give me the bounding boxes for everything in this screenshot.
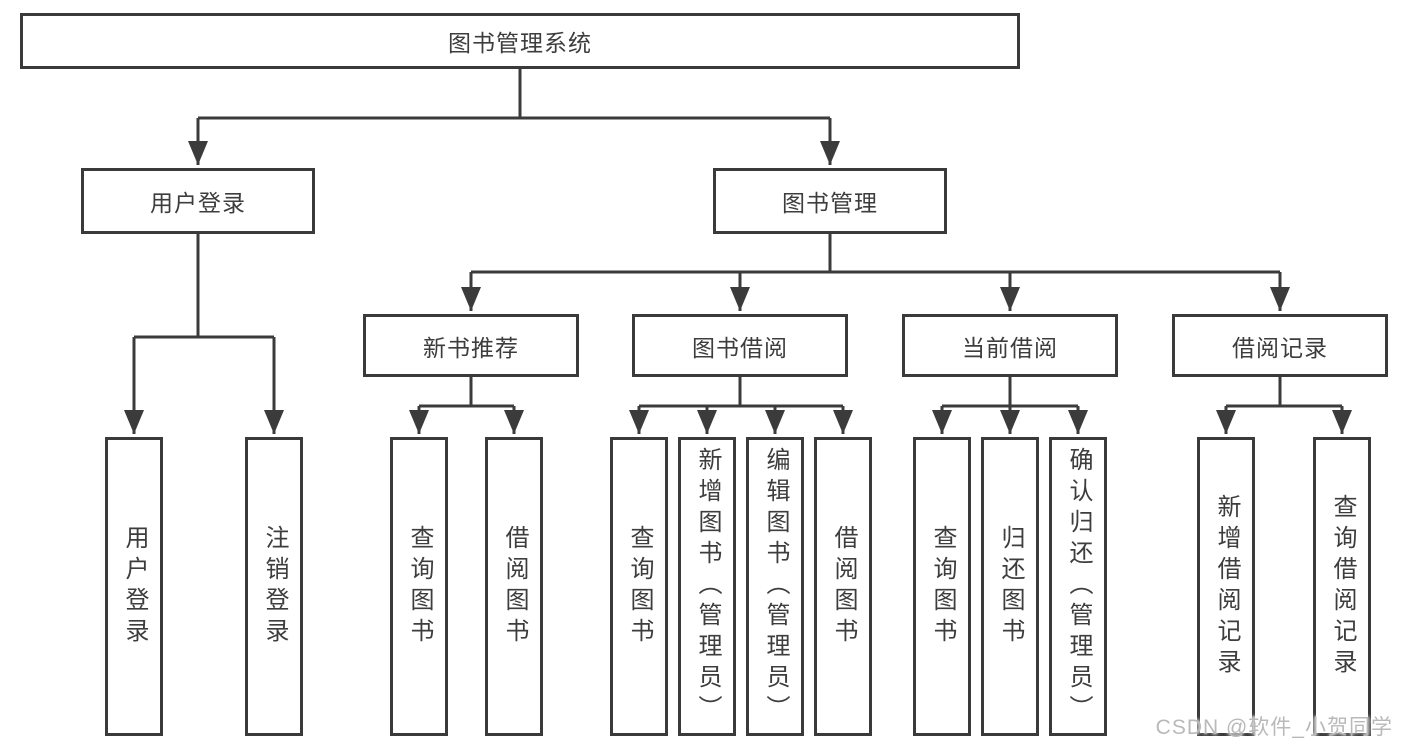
node-library-management-system: 图书管理系统	[20, 13, 1020, 69]
node-label: 图书管理系统	[448, 30, 592, 56]
node-new-book-recommend: 新书推荐	[363, 314, 579, 377]
node-label: 新增借阅记录	[1213, 493, 1240, 680]
node-leaf-edit-book-admin: 编辑图书（管理员）	[746, 437, 804, 736]
connectors-borrow-records	[1216, 377, 1352, 434]
node-label: 图书借阅	[692, 334, 788, 361]
connectors-current-borrowing	[932, 377, 1088, 434]
connectors-root	[188, 69, 840, 165]
node-leaf-confirm-return-admin: 确认归还（管理员）	[1049, 437, 1107, 736]
node-leaf-logout: 注销登录	[245, 437, 303, 736]
node-label: 新书推荐	[423, 334, 519, 361]
node-leaf-user-login: 用户登录	[105, 437, 163, 736]
node-leaf-query-borrow-record: 查询借阅记录	[1313, 437, 1371, 736]
node-leaf-return-book: 归还图书	[981, 437, 1039, 736]
node-label: 借阅记录	[1232, 334, 1328, 361]
node-leaf-add-book-admin: 新增图书（管理员）	[678, 437, 736, 736]
connectors-user-login	[124, 234, 284, 434]
node-label: 查询图书	[406, 524, 433, 649]
node-current-borrowing: 当前借阅	[902, 314, 1118, 377]
node-label: 查询借阅记录	[1329, 493, 1356, 680]
node-label: 借阅图书	[830, 524, 857, 649]
watermark-text: CSDN @软件_小贺同学	[1155, 716, 1393, 739]
node-label: 借阅图书	[501, 524, 528, 649]
node-leaf-borrow-books-borrowing: 借阅图书	[814, 437, 872, 736]
node-label: 归还图书	[997, 524, 1024, 649]
node-label: 当前借阅	[962, 334, 1058, 361]
node-label: 查询图书	[626, 524, 653, 649]
node-label: 编辑图书（管理员）	[762, 447, 789, 726]
connectors-book-management	[461, 234, 1290, 311]
node-label: 注销登录	[261, 524, 288, 649]
node-leaf-query-books-current: 查询图书	[913, 437, 971, 736]
node-borrow-records: 借阅记录	[1172, 314, 1388, 377]
node-label: 图书管理	[782, 190, 878, 216]
node-label: 用户登录	[150, 190, 246, 216]
node-label: 用户登录	[121, 524, 148, 649]
node-label: 查询图书	[929, 524, 956, 649]
node-leaf-borrow-books-recommend: 借阅图书	[485, 437, 543, 736]
node-leaf-query-books-recommend: 查询图书	[390, 437, 448, 736]
node-leaf-query-books-borrowing: 查询图书	[610, 437, 668, 736]
node-label: 确认归还（管理员）	[1065, 447, 1092, 726]
connectors-book-borrowing	[629, 377, 853, 434]
node-book-borrowing: 图书借阅	[632, 314, 848, 377]
node-label: 新增图书（管理员）	[694, 447, 721, 726]
node-book-management: 图书管理	[713, 168, 947, 234]
connectors-new-book-recommend	[409, 377, 524, 434]
node-leaf-add-borrow-record: 新增借阅记录	[1197, 437, 1255, 736]
node-user-login-branch: 用户登录	[81, 168, 315, 234]
